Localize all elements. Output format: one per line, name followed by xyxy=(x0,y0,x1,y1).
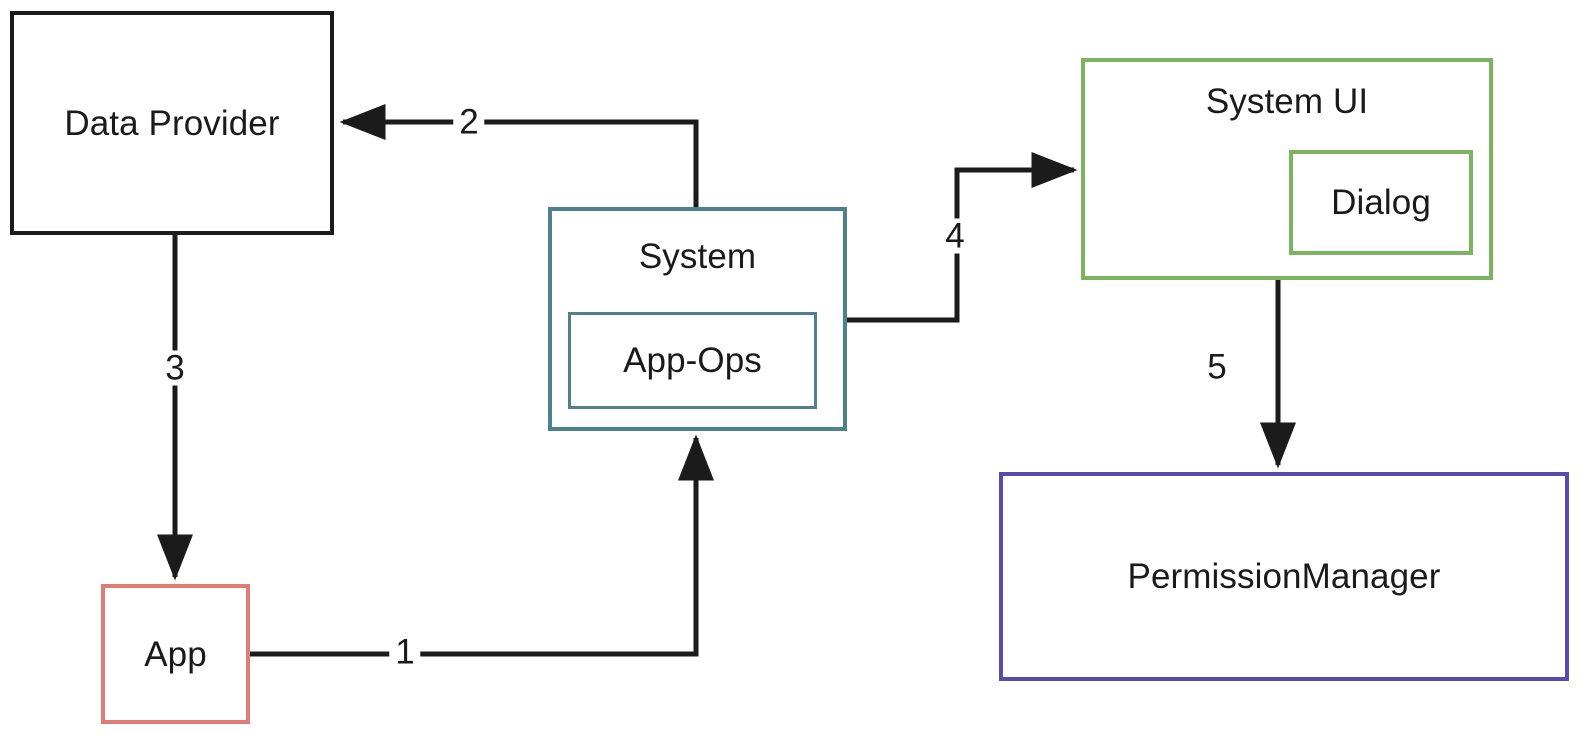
node-dialog[interactable]: Dialog xyxy=(1289,150,1473,255)
node-system-label: System xyxy=(638,237,757,276)
node-data-provider[interactable]: Data Provider xyxy=(10,11,334,235)
edge-label-4: 4 xyxy=(939,218,971,254)
node-app[interactable]: App xyxy=(101,584,250,724)
edge-label-2: 2 xyxy=(453,104,485,140)
node-data-provider-label: Data Provider xyxy=(64,103,280,143)
edge-label-5: 5 xyxy=(1201,349,1233,385)
node-system-ui-label: System UI xyxy=(1205,82,1369,121)
node-permission-manager-label: PermissionManager xyxy=(1127,557,1441,596)
edge-1-path xyxy=(250,434,714,657)
edge-2-path xyxy=(339,104,699,207)
node-app-ops-label: App-Ops xyxy=(623,341,762,380)
node-app-ops[interactable]: App-Ops xyxy=(568,312,817,409)
edge-label-1: 1 xyxy=(389,634,421,670)
node-app-label: App xyxy=(144,634,207,674)
node-permission-manager[interactable]: PermissionManager xyxy=(999,472,1569,681)
node-dialog-label: Dialog xyxy=(1331,183,1431,222)
edge-label-3: 3 xyxy=(159,350,191,386)
